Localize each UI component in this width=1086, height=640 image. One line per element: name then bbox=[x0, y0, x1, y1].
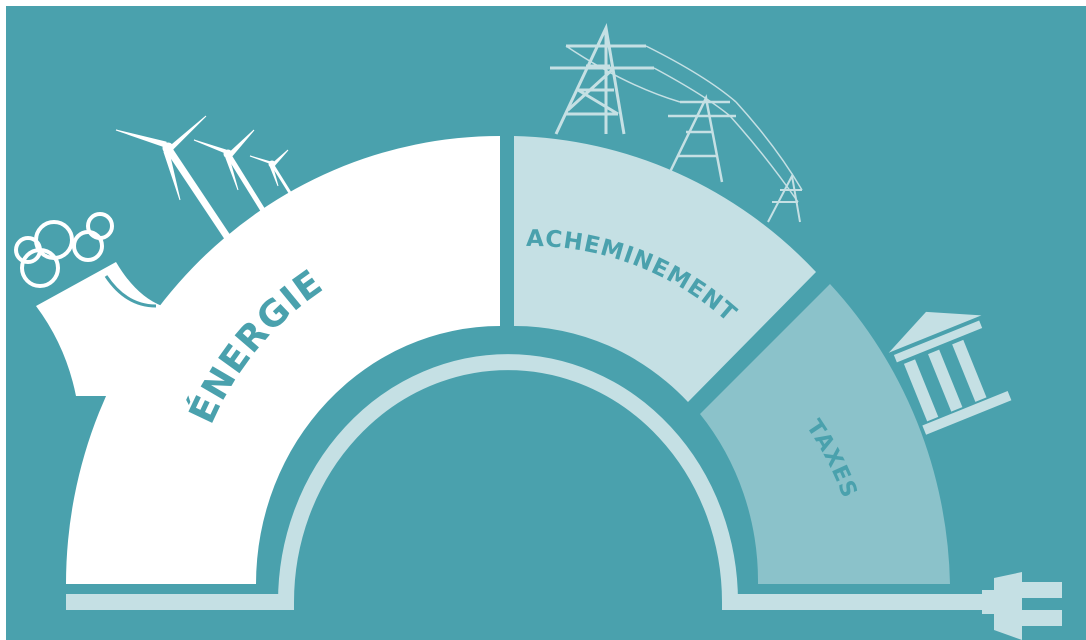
segment-acheminement bbox=[514, 136, 816, 402]
smoke-cloud-icon bbox=[14, 212, 114, 288]
segment-energie bbox=[66, 136, 500, 584]
segment-taxes bbox=[700, 284, 950, 584]
infographic-canvas: ÉNERGIE ACHEMINEMENT TAXES bbox=[6, 6, 1086, 640]
government-building-icon bbox=[888, 311, 1012, 435]
wind-turbine-icon bbox=[115, 115, 231, 240]
wind-turbine-icon bbox=[193, 129, 267, 214]
electricity-price-diagram: ÉNERGIE ACHEMINEMENT TAXES bbox=[14, 23, 1062, 640]
power-pylon-icon bbox=[550, 23, 654, 135]
power-plug-icon bbox=[982, 572, 1062, 640]
power-pylon-icon bbox=[767, 172, 802, 223]
power-plant-icon bbox=[14, 212, 206, 396]
wind-turbine-icon bbox=[249, 149, 294, 197]
power-pylon-icon bbox=[668, 94, 736, 183]
power-cable bbox=[66, 354, 986, 610]
power-lines bbox=[565, 45, 803, 203]
